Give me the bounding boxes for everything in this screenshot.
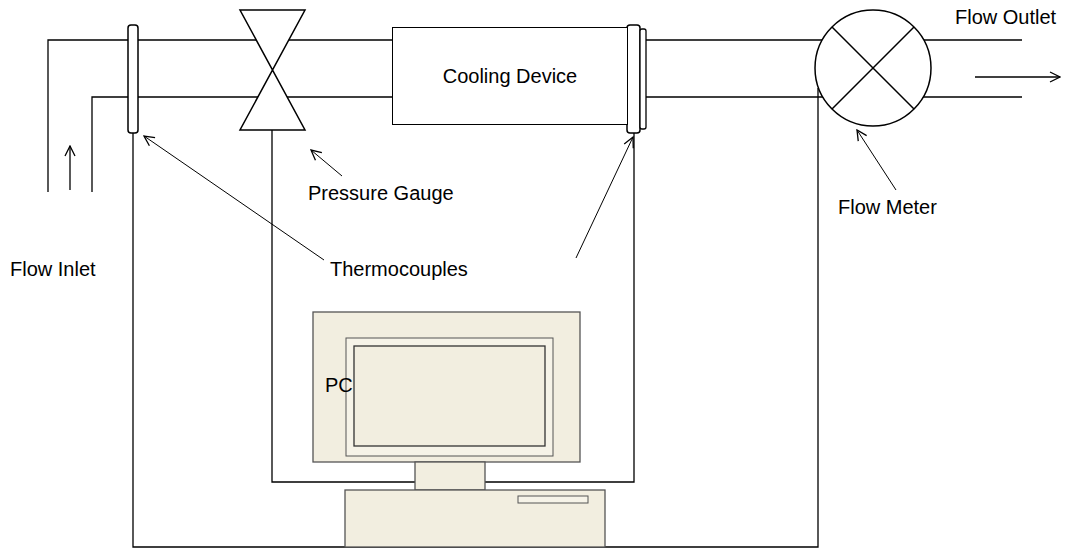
pipe-wall <box>645 40 830 97</box>
thermocouple-flange <box>128 25 138 133</box>
valve-symbol <box>240 10 305 130</box>
leader-line <box>311 150 342 176</box>
flow-arrow <box>975 76 1060 77</box>
monitor-screen <box>354 346 545 446</box>
node-text: PC <box>325 374 353 397</box>
computer-box: PC <box>313 312 580 462</box>
monitor-stand <box>415 462 485 490</box>
signal-wire <box>133 88 818 547</box>
flow-meter-symbol <box>832 27 914 109</box>
node-text: Cooling Device <box>443 65 578 88</box>
pipe-wall <box>920 40 1022 97</box>
leader-line <box>857 130 896 190</box>
component-label: Pressure Gauge <box>308 182 454 205</box>
leader-line <box>576 137 633 258</box>
thermocouple-flange <box>627 25 640 133</box>
thermocouple-flange <box>640 29 646 129</box>
flow-arrow <box>69 146 70 190</box>
computer-case <box>345 490 605 547</box>
pipe-wall <box>48 40 128 192</box>
signal-wire <box>133 88 818 547</box>
outlet-label: Flow Outlet <box>955 6 1056 29</box>
monitor <box>313 312 580 462</box>
process-box: Cooling Device <box>392 27 628 125</box>
flow-meter-symbol <box>815 10 931 126</box>
component-label: Thermocouples <box>330 258 468 281</box>
component-label: Flow Meter <box>838 196 937 219</box>
pipe-wall <box>92 97 128 192</box>
drive-slot <box>518 496 588 503</box>
monitor-bezel <box>346 338 553 456</box>
leader-line <box>144 136 324 260</box>
inlet-label: Flow Inlet <box>10 258 96 281</box>
